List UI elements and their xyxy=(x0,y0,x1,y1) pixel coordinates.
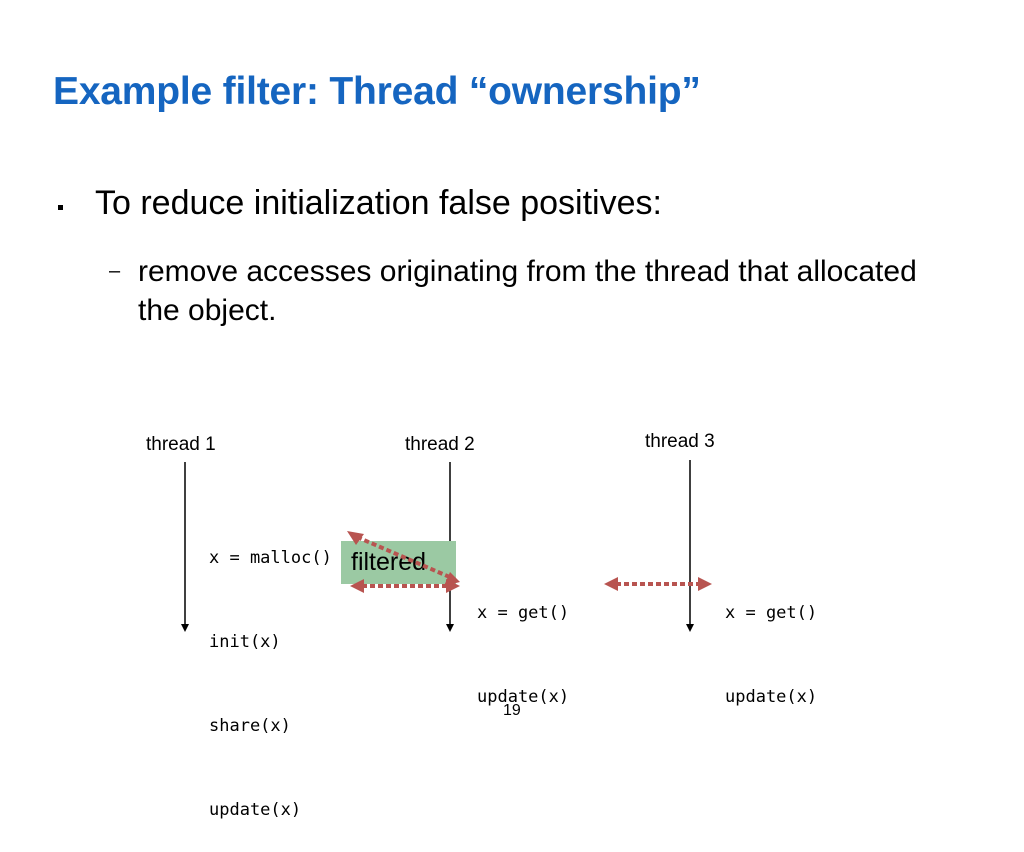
slide-title: Example filter: Thread “ownership” xyxy=(53,70,701,113)
thread-3-label: thread 3 xyxy=(645,431,715,452)
code-line: update(x) xyxy=(209,800,302,820)
bullet-marker xyxy=(58,205,63,210)
thread-3-code: x = get() update(x) xyxy=(725,543,817,739)
filtered-highlight xyxy=(341,541,456,584)
sub-bullet-marker: – xyxy=(109,260,121,282)
page-number: 19 xyxy=(503,702,521,719)
thread-1-label: thread 1 xyxy=(146,434,216,455)
code-line: x = get() xyxy=(477,603,570,623)
arrowhead xyxy=(350,579,364,593)
arrowhead xyxy=(604,577,618,591)
code-line: update(x) xyxy=(725,687,818,707)
code-line: x = malloc() xyxy=(209,548,332,568)
thread-2-code: x = get() update(x) xyxy=(477,543,569,739)
filtered-race-arrow-diagonal xyxy=(356,535,453,580)
bullet-text: To reduce initialization false positives… xyxy=(95,184,662,222)
code-line: update(x) xyxy=(477,687,570,707)
thread-1-arrowhead xyxy=(181,624,189,632)
thread-diagram xyxy=(181,460,694,632)
code-line: share(x) xyxy=(209,716,291,736)
thread-2-arrowhead xyxy=(446,624,454,632)
thread-2-label: thread 2 xyxy=(405,434,475,455)
code-line: init(x) xyxy=(209,632,281,652)
thread-1-code: x = malloc() init(x) share(x) update(x) xyxy=(209,488,332,852)
arrowhead xyxy=(698,577,712,591)
race-arrows xyxy=(347,531,712,593)
thread-3-arrowhead xyxy=(686,624,694,632)
arrowhead xyxy=(347,531,364,545)
sub-bullet-text: remove accesses originating from the thr… xyxy=(138,255,917,327)
arrowhead xyxy=(446,579,460,593)
code-line: x = get() xyxy=(725,603,818,623)
